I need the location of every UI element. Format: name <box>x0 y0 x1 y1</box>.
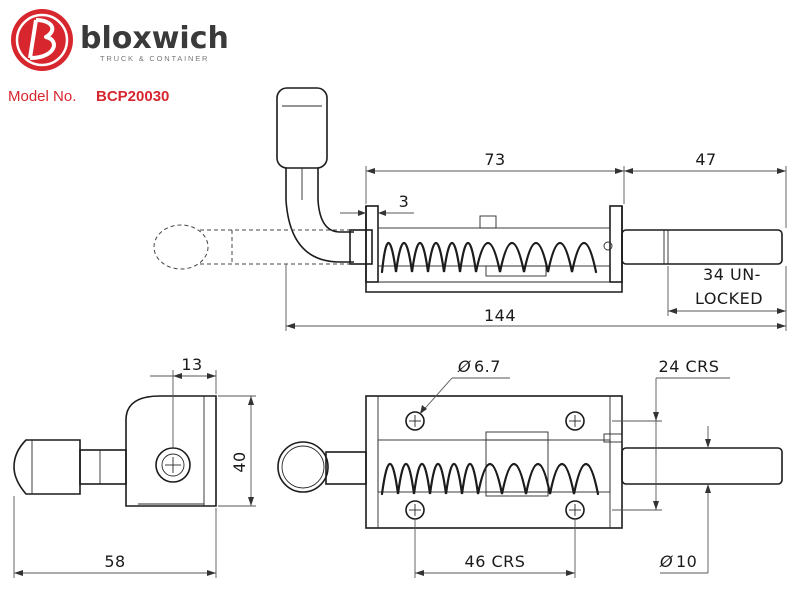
dim-vertical-crs: 24 CRS <box>659 357 720 376</box>
side-spring <box>380 241 598 274</box>
end-view-dimensions: 13 40 58 <box>13 355 256 578</box>
mounting-holes <box>405 411 585 520</box>
dim-hole-offset: 13 <box>181 355 202 374</box>
dim-pin-diameter: 10 <box>676 552 697 571</box>
side-view-dimensions: 73 47 3 34 UN- LOCKED 144 <box>285 150 787 331</box>
dim-overall-length: 144 <box>484 306 516 325</box>
model-label: Model No. <box>8 88 76 105</box>
dim-offset: 3 <box>399 192 410 211</box>
dim-hole-diameter: 6.7 <box>474 357 501 376</box>
side-view <box>153 87 783 293</box>
top-view-dimensions: Ø 6.7 24 CRS 46 CRS Ø 10 <box>414 357 730 578</box>
dim-body-length: 73 <box>484 150 505 169</box>
logo-circle <box>11 9 73 71</box>
brand-logo <box>11 9 73 71</box>
dim-pin-diameter-symbol: Ø <box>659 552 673 571</box>
dim-hole-diameter-symbol: Ø <box>457 357 471 376</box>
logo-b-mark <box>28 18 56 60</box>
logo-inner-ring <box>15 13 69 67</box>
dim-travel-line2: LOCKED <box>695 289 763 308</box>
model-number: BCP20030 <box>96 88 169 105</box>
brand-name: bloxwich <box>80 21 229 56</box>
dim-height: 40 <box>230 451 249 472</box>
dim-extension: 47 <box>695 150 716 169</box>
dim-depth: 58 <box>104 552 125 571</box>
dim-travel-line1: 34 UN- <box>703 265 761 284</box>
end-view <box>13 395 217 507</box>
dim-horizontal-crs: 46 CRS <box>465 552 526 571</box>
top-view <box>277 395 783 529</box>
brand-tagline: TRUCK & CONTAINER <box>100 54 209 63</box>
